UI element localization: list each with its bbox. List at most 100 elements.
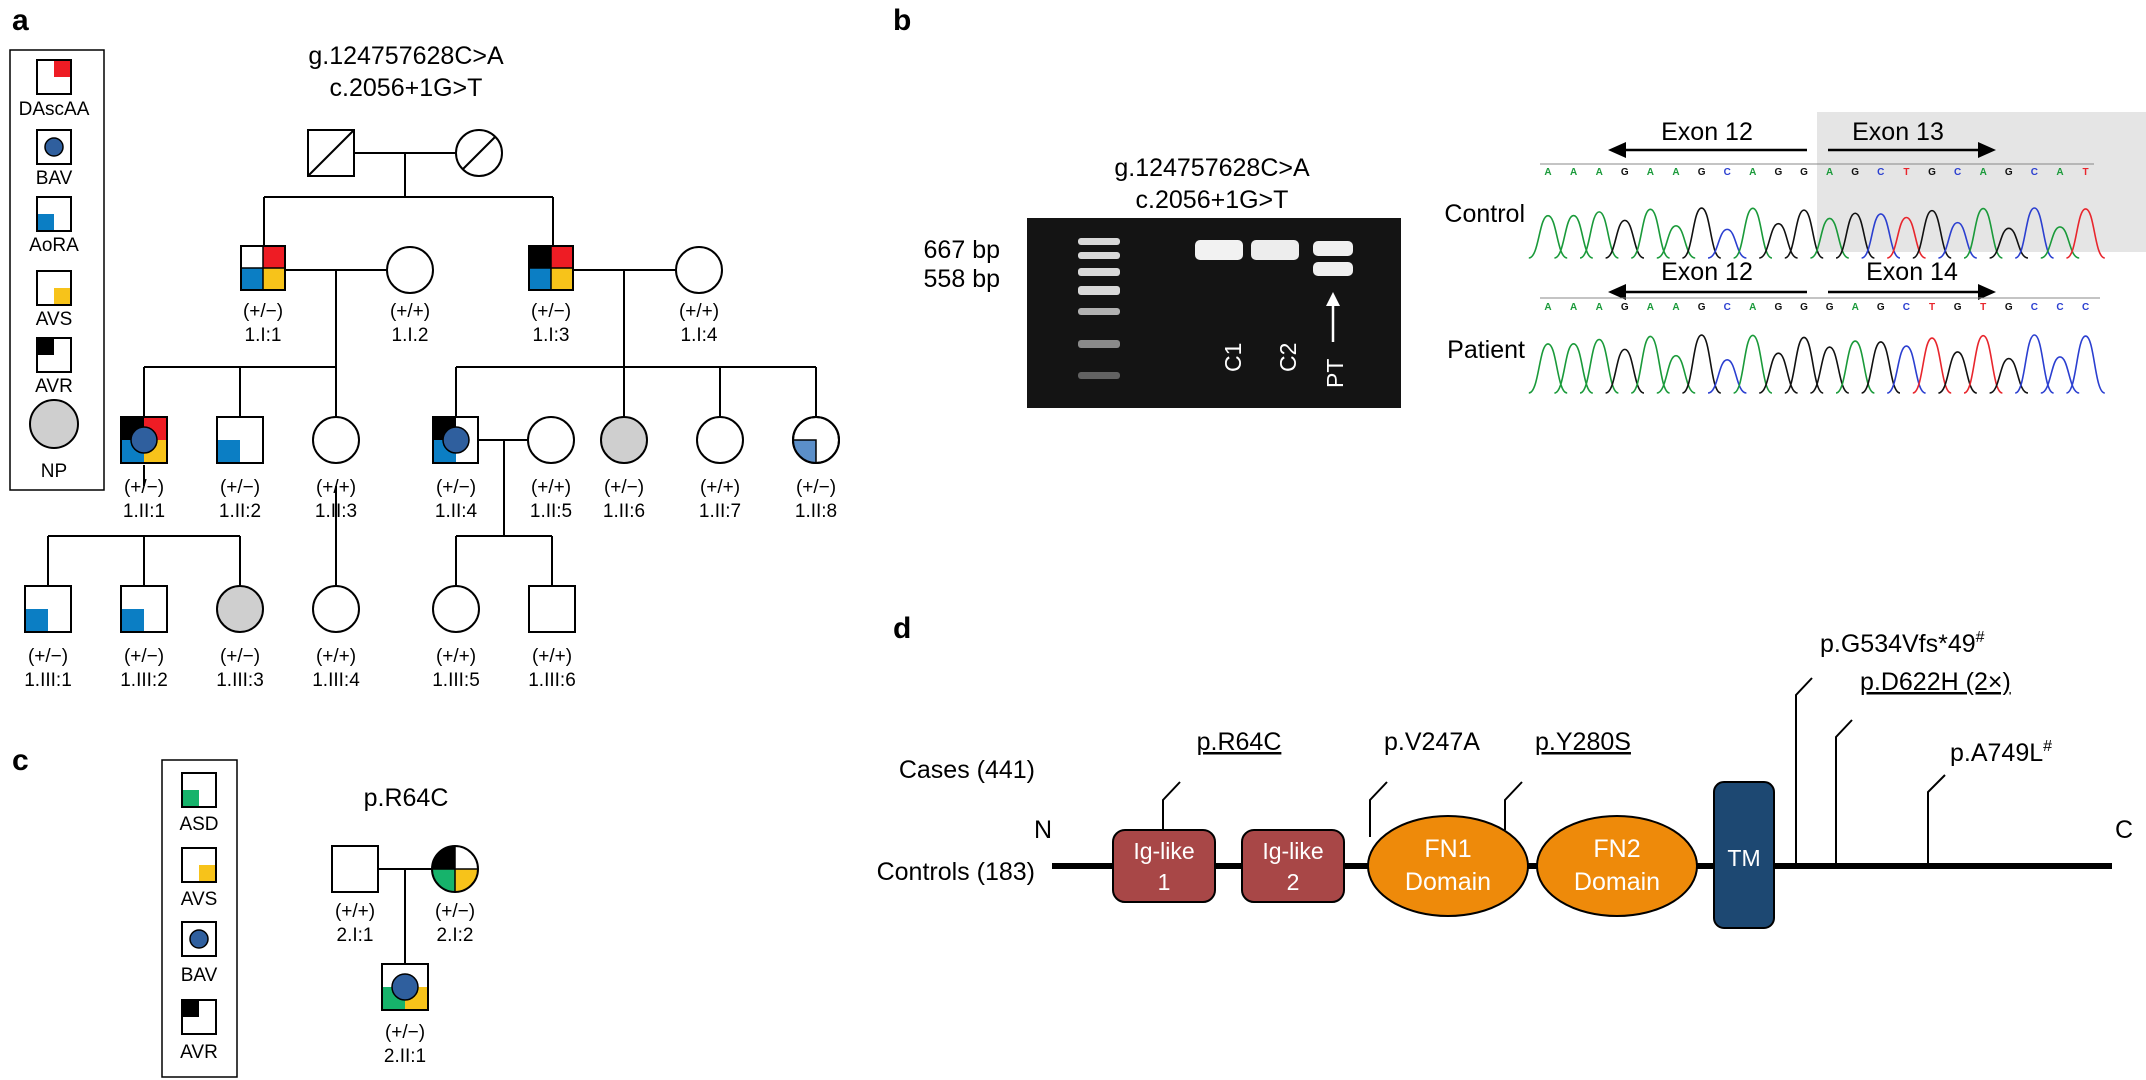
control-base: G xyxy=(2005,167,2013,178)
genotype: (+/+) xyxy=(532,646,572,667)
patient-base: A xyxy=(1749,302,1756,313)
individual-2-I-1: (+/+) 2.I:1 xyxy=(331,845,379,946)
patient-peak xyxy=(1681,334,1722,394)
patient-peak xyxy=(1784,336,1824,394)
svg-text:Domain: Domain xyxy=(1405,868,1491,896)
control-arrow-left-icon xyxy=(1608,142,1807,158)
variant-g534vfs49: p.G534Vfs*49# xyxy=(1820,629,1985,658)
svg-text:FN2: FN2 xyxy=(1593,835,1640,863)
control-peak xyxy=(1861,213,1901,259)
individual-id: 1.I:4 xyxy=(681,325,718,346)
patient-peak xyxy=(1605,348,1645,394)
genotype: (+/−) xyxy=(220,477,260,498)
legend-label-dascaa: DAscAA xyxy=(19,99,90,120)
patient-peak xyxy=(1528,343,1568,394)
band-c1 xyxy=(1195,240,1243,260)
genotype: (+/−) xyxy=(385,1022,425,1043)
control-base: A xyxy=(1826,167,1833,178)
legend-label-avr: AVR xyxy=(35,376,73,397)
patient-peak xyxy=(1758,352,1798,394)
control-peak xyxy=(1835,212,1875,259)
individual-id: 1.I:1 xyxy=(245,325,282,346)
legend-item-avs-c: AVS xyxy=(181,847,217,910)
panel-a: a DAscAA BAV AoRA AVS xyxy=(9,4,840,691)
patient-peak xyxy=(1963,334,2003,394)
control-peak xyxy=(1682,207,1722,259)
band-pt-lower xyxy=(1313,262,1353,276)
panel-b: b g.124757628C>A c.2056+1G>T 667 bp 558 … xyxy=(893,4,2146,408)
individual-1-II-1: (+/−) 1.II:1 xyxy=(120,416,168,522)
genotype: (+/+) xyxy=(700,477,740,498)
individual-1-II-8: (+/−) 1.II:8 xyxy=(792,416,840,522)
individual-id: 1.II:1 xyxy=(123,501,165,522)
band-size-lower: 558 bp xyxy=(924,265,1000,293)
individual-1-I-3: (+/−) 1.I:3 xyxy=(528,245,574,346)
control-base: A xyxy=(1980,167,1987,178)
patient-base: G xyxy=(1775,302,1783,313)
individual-id: 1.II:5 xyxy=(530,501,572,522)
patient-peak xyxy=(1861,341,1901,394)
pedigree-a-lines xyxy=(47,152,817,586)
patient-peak xyxy=(2014,334,2055,394)
c-terminus-label: C xyxy=(2115,816,2133,844)
svg-text:Ig-like: Ig-like xyxy=(1262,838,1323,864)
individual-1-III-5: (+/+) 1.III:5 xyxy=(432,585,480,691)
individual-1-III-4: (+/+) 1.III:4 xyxy=(312,585,360,691)
control-peak xyxy=(1554,214,1594,259)
genotype: (+/−) xyxy=(435,901,475,922)
pedigree-a-variant-g: g.124757628C>A xyxy=(308,42,504,70)
control-base: A xyxy=(1544,167,1551,178)
patient-exon-left: Exon 12 xyxy=(1661,258,1753,286)
genotype: (+/+) xyxy=(316,646,356,667)
genotype: (+/−) xyxy=(220,646,260,667)
patient-base: A xyxy=(1672,302,1679,313)
gel-variant-c: c.2056+1G>T xyxy=(1136,186,1289,214)
legend-item-avr-c: AVR xyxy=(180,999,218,1063)
control-peak xyxy=(1579,211,1619,259)
patient-base: G xyxy=(1621,302,1629,313)
control-base: A xyxy=(1596,167,1603,178)
exon13-highlight xyxy=(1817,112,2146,252)
patient-base: C xyxy=(2082,302,2089,313)
individual-id: 2.I:2 xyxy=(437,925,474,946)
control-exon-left: Exon 12 xyxy=(1661,118,1753,146)
legend-item-dascaa: DAscAA xyxy=(19,59,90,120)
domain-tm: TM xyxy=(1713,781,1775,929)
patient-base: G xyxy=(1877,302,1885,313)
control-base: G xyxy=(1800,167,1808,178)
patient-peak xyxy=(1630,335,1671,394)
variant-y280s: p.Y280S xyxy=(1535,728,1631,756)
control-base: C xyxy=(1877,167,1884,178)
patient-peak xyxy=(1733,334,1773,394)
patient-base: A xyxy=(1852,302,1859,313)
panel-label-a: a xyxy=(12,4,29,37)
control-base: T xyxy=(2083,167,2089,178)
founder-male xyxy=(307,129,355,177)
patient-peak xyxy=(1835,340,1875,394)
individual-id: 1.II:7 xyxy=(699,501,741,522)
genotype: (+/−) xyxy=(436,477,476,498)
patient-base: C xyxy=(2056,302,2063,313)
individual-id: 2.I:1 xyxy=(337,925,374,946)
panel-label-c: c xyxy=(12,744,29,777)
svg-text:Domain: Domain xyxy=(1574,868,1660,896)
control-peak xyxy=(2014,207,2054,259)
control-base: A xyxy=(2056,167,2063,178)
band-size-upper: 667 bp xyxy=(924,236,1000,264)
control-peak xyxy=(1656,225,1696,259)
legend-box-c xyxy=(161,759,238,1078)
legend-label-bav: BAV xyxy=(36,168,73,189)
control-trace xyxy=(1528,207,2106,259)
legend-box-a xyxy=(9,49,105,491)
patient-arrow-right-icon xyxy=(1828,284,1996,300)
svg-text:1: 1 xyxy=(1158,869,1171,895)
patient-base: G xyxy=(1800,302,1808,313)
individual-1-I-1: (+/−) 1.I:1 xyxy=(240,245,286,346)
patient-base: A xyxy=(1570,302,1577,313)
genotype: (+/−) xyxy=(604,477,644,498)
lane-c1-label: C1 xyxy=(1220,343,1246,372)
